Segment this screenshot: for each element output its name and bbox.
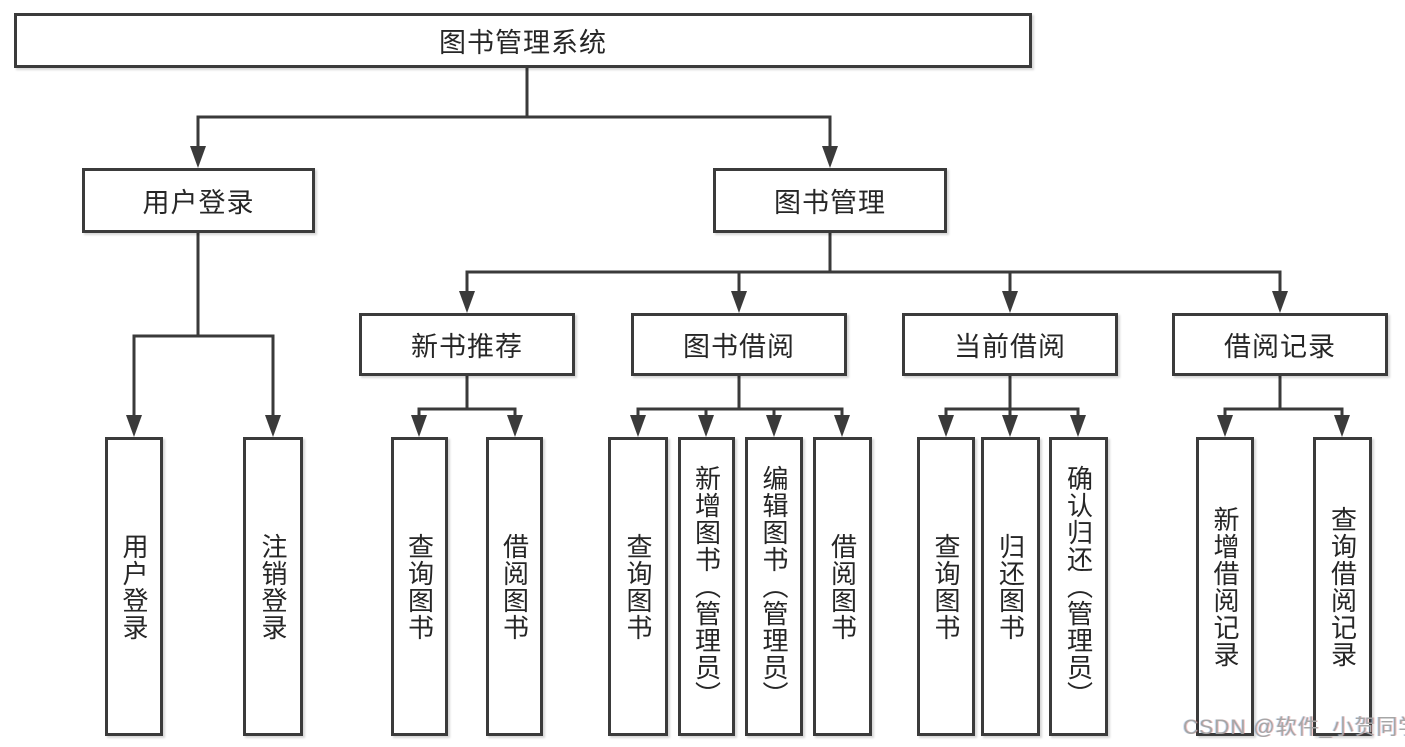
arrowhead-down-icon [1217,415,1233,437]
arrowhead-down-icon [1272,291,1288,313]
node-book-borrowing: 图书借阅 [631,313,847,376]
node-borrow-books: 借阅图书 [813,437,872,736]
arrowhead-down-icon [190,146,206,168]
arrowhead-down-icon [126,415,142,437]
node-label-borrow-books-recommend: 借阅图书 [499,532,530,641]
arrowhead-down-icon [507,415,523,437]
node-label-return-books: 归还图书 [995,532,1026,641]
arrowhead-down-icon [459,291,475,313]
node-label-add-borrow-record: 新增借阅记录 [1210,505,1240,668]
arrowhead-down-icon [822,146,838,168]
node-label-current-borrowing: 当前借阅 [954,332,1066,362]
node-user-login: 用户登录 [105,437,163,736]
node-label-book-management: 图书管理 [774,188,886,218]
node-query-books-current: 查询图书 [917,437,975,736]
node-current-borrowing: 当前借阅 [902,313,1118,376]
arrowhead-down-icon [265,415,281,437]
node-label-query-books-borrowing: 查询图书 [623,532,653,641]
node-label-user-login-branch: 用户登录 [142,188,255,218]
node-query-borrow-record: 查询借阅记录 [1313,437,1372,736]
arrowhead-down-icon [698,415,714,437]
node-query-books-borrowing: 查询图书 [608,437,668,736]
node-label-user-login: 用户登录 [119,532,149,641]
node-add-borrow-record: 新增借阅记录 [1196,437,1254,736]
arrowhead-down-icon [834,415,850,437]
node-label-add-books-admin: 新增图书（管理员） [691,465,722,708]
node-label-borrow-books: 借阅图书 [827,532,858,641]
node-label-confirm-return-admin: 确认归还（管理员） [1063,465,1094,708]
arrowhead-down-icon [938,415,954,437]
node-label-borrowing-records: 借阅记录 [1224,332,1336,362]
node-logout: 注销登录 [243,437,303,736]
node-root: 图书管理系统 [14,13,1032,68]
node-label-root: 图书管理系统 [439,28,607,58]
arrowhead-down-icon [411,415,427,437]
arrowhead-down-icon [766,415,782,437]
node-label-new-book-recommend: 新书推荐 [411,332,523,362]
node-edit-books-admin: 编辑图书（管理员） [745,437,803,736]
node-query-books-recommend: 查询图书 [391,437,448,736]
node-label-query-borrow-record: 查询借阅记录 [1327,505,1358,668]
node-borrowing-records: 借阅记录 [1172,313,1388,376]
node-user-login-branch: 用户登录 [82,168,315,233]
node-label-edit-books-admin: 编辑图书（管理员） [759,465,789,708]
arrowhead-down-icon [630,415,646,437]
watermark: CSDN @软件_小贺同学 [1183,716,1405,739]
node-label-query-books-current: 查询图书 [931,532,961,641]
node-label-book-borrowing: 图书借阅 [683,332,795,362]
node-borrow-books-recommend: 借阅图书 [486,437,543,736]
arrowhead-down-icon [731,291,747,313]
arrowhead-down-icon [1002,415,1018,437]
arrowhead-down-icon [1002,291,1018,313]
node-label-query-books-recommend: 查询图书 [404,532,435,641]
node-book-management: 图书管理 [713,168,947,233]
node-add-books-admin: 新增图书（管理员） [678,437,735,736]
arrowhead-down-icon [1334,415,1350,437]
node-label-logout: 注销登录 [258,532,288,641]
node-confirm-return-admin: 确认归还（管理员） [1049,437,1108,736]
arrowhead-down-icon [1070,415,1086,437]
node-new-book-recommend: 新书推荐 [359,313,575,376]
node-return-books: 归还图书 [981,437,1040,736]
